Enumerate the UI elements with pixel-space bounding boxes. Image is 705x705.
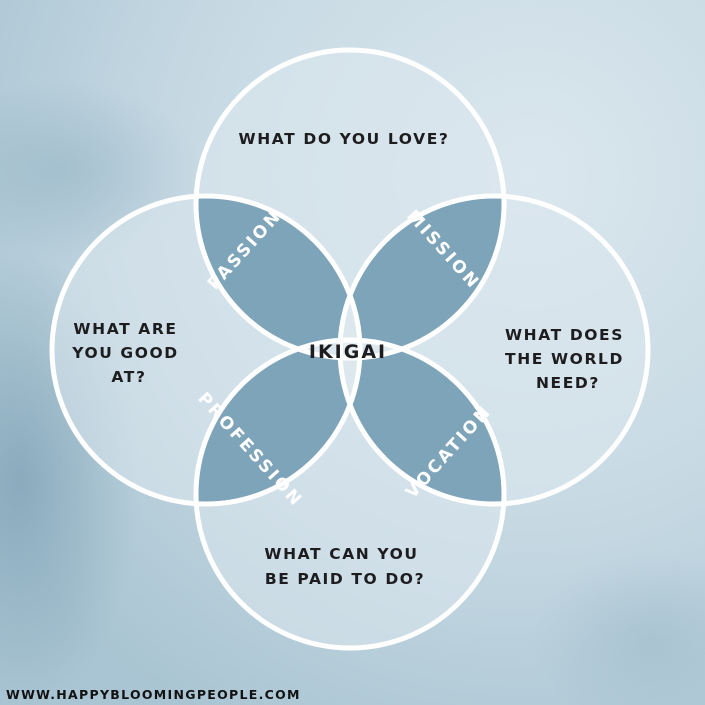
question-good-at-line: YOU GOOD (71, 344, 179, 362)
question-good-at-line: WHAT ARE (73, 320, 177, 338)
question-love: WHAT DO YOU LOVE? (239, 130, 450, 148)
question-world-needs-line: THE WORLD (505, 350, 624, 368)
question-paid-for-line: WHAT CAN YOU (264, 545, 418, 563)
question-world-needs-line: NEED? (536, 374, 600, 392)
circle-outlines (49, 47, 651, 651)
question-paid-for-line: BE PAID TO DO? (265, 570, 425, 588)
question-world-needs-line: WHAT DOES (505, 326, 624, 344)
label-ikigai: IKIGAI (309, 341, 387, 363)
question-world-needs: WHAT DOES THE WORLD NEED? (505, 326, 631, 392)
question-good-at-line: AT? (111, 368, 146, 386)
question-good-at: WHAT ARE YOU GOOD AT? (71, 320, 186, 386)
footer-url: WWW.HAPPYBLOOMINGPEOPLE.COM (6, 687, 301, 702)
watercolor-blot (530, 550, 705, 705)
question-paid-for: WHAT CAN YOU BE PAID TO DO? (264, 545, 425, 588)
